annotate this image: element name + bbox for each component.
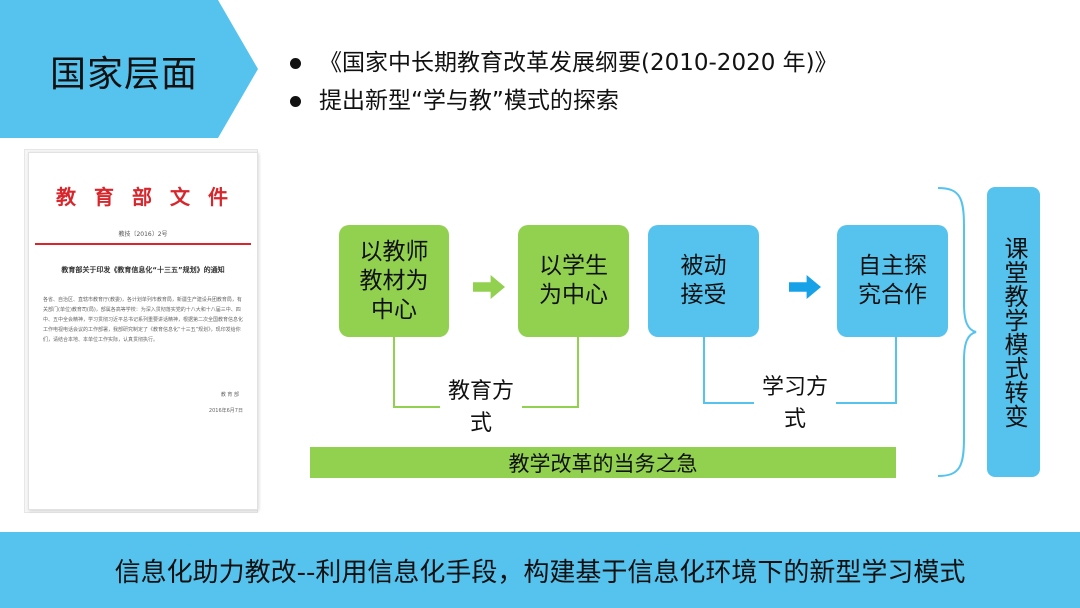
document-date: 2016年6月7日 bbox=[208, 408, 243, 414]
active-text: 自主探究合作 bbox=[858, 253, 927, 308]
student-center-text: 以学生为中心 bbox=[539, 253, 608, 308]
bullet-list: 《国家中长期教育改革发展纲要(2010-2020 年)》 提出新型“学与教”模式… bbox=[290, 44, 838, 120]
green-right-arrow-icon bbox=[473, 275, 505, 299]
bullet-dot-icon bbox=[290, 57, 301, 69]
group1-label-text: 教育方式 bbox=[447, 379, 514, 436]
conclusion-text: 课堂教学模式转变 bbox=[1000, 236, 1028, 428]
document-subject: 教育部关于印发《教育信息化“十三五”规划》的通知 bbox=[61, 266, 225, 274]
conclusion-box: 课堂教学模式转变 bbox=[987, 187, 1040, 477]
document-number: 教技〔2016〕2号 bbox=[118, 231, 168, 238]
bullet-text: 《国家中长期教育改革发展纲要(2010-2020 年)》 bbox=[319, 50, 838, 76]
document-red-rule bbox=[35, 243, 251, 245]
document-heading: 教育部文件 bbox=[56, 185, 246, 209]
passive-box: 被动接受 bbox=[648, 225, 759, 337]
urgent-bar: 教学改革的当务之急 bbox=[310, 447, 896, 478]
blue-right-arrow-icon bbox=[789, 275, 821, 299]
page-title: 国家层面 bbox=[50, 54, 199, 95]
footer-text: 信息化助力教改--利用信息化手段，构建基于信息化环境下的新型学习模式 bbox=[114, 557, 966, 588]
urgent-text: 教学改革的当务之急 bbox=[508, 451, 698, 476]
active-box: 自主探究合作 bbox=[837, 225, 948, 337]
bullet-text: 提出新型“学与教”模式的探索 bbox=[319, 88, 619, 114]
teacher-center-box: 以教师教材为中心 bbox=[339, 225, 449, 337]
document-body: 各省、自治区、直辖市教育厅(教委)，各计划单列市教育局，新疆生产建设兵团教育局，… bbox=[43, 297, 244, 343]
document-signature: 教 育 部 bbox=[220, 392, 239, 398]
bullet-dot-icon bbox=[290, 95, 301, 107]
curly-brace bbox=[937, 187, 977, 477]
title-banner bbox=[0, 0, 258, 138]
document-image: 教育部文件 教技〔2016〕2号 教育部关于印发《教育信息化“十三五”规划》的通… bbox=[28, 152, 258, 510]
bullet-item: 提出新型“学与教”模式的探索 bbox=[290, 82, 838, 120]
group1-label: 教育方式 bbox=[440, 376, 522, 440]
bullet-item: 《国家中长期教育改革发展纲要(2010-2020 年)》 bbox=[290, 44, 838, 82]
footer-banner: 信息化助力教改--利用信息化手段，构建基于信息化环境下的新型学习模式 bbox=[0, 532, 1080, 608]
group2-label: 学习方式 bbox=[754, 372, 836, 436]
teacher-center-text: 以教师教材为中心 bbox=[359, 238, 429, 323]
student-center-box: 以学生为中心 bbox=[518, 225, 629, 337]
passive-text: 被动接受 bbox=[680, 253, 727, 308]
group2-label-text: 学习方式 bbox=[761, 375, 828, 432]
